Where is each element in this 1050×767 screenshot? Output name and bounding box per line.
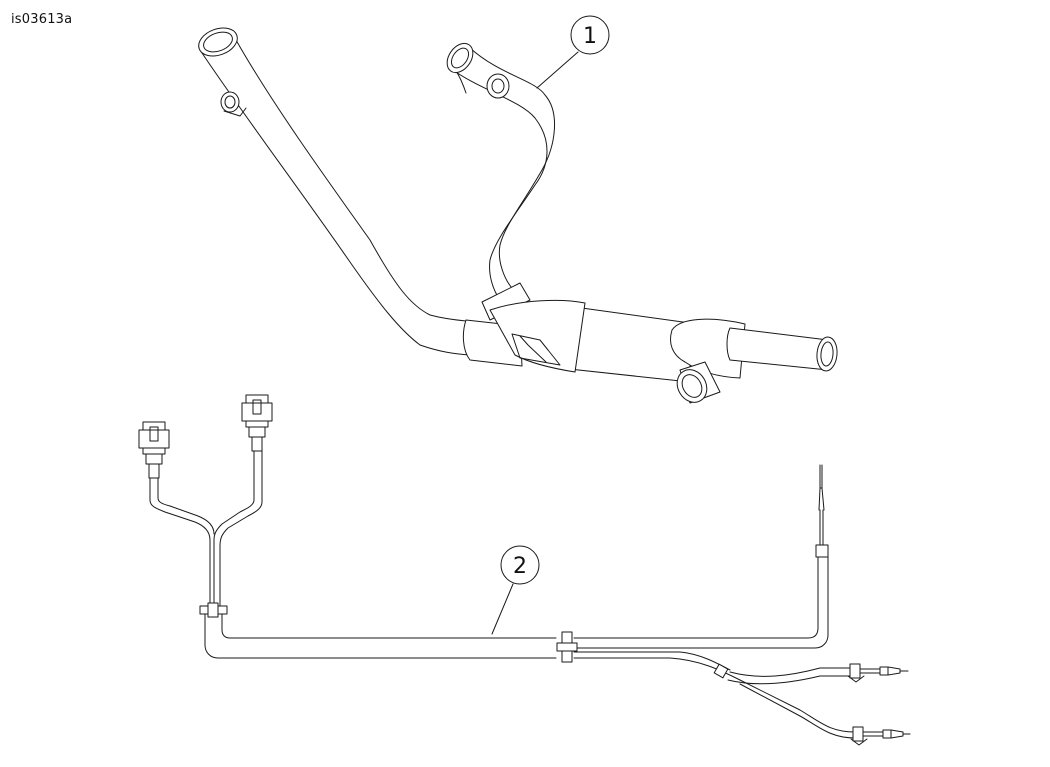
callout-1-label: 1 (583, 24, 597, 49)
callout-2: 2 (491, 545, 540, 635)
figure-id-label: is03613a (11, 12, 73, 27)
sensor-plug-lower (850, 726, 911, 746)
rear-headpipe (446, 42, 555, 321)
connector-right (241, 394, 273, 452)
oxygen-sensor-wiring-harness: 2 (138, 394, 911, 746)
crossover-body (462, 299, 838, 404)
exhaust-headpipe-assembly: 1 (198, 15, 838, 404)
connector-left (138, 421, 170, 479)
callout-2-label: 2 (513, 554, 527, 579)
front-headpipe (198, 27, 471, 356)
callout-1: 1 (536, 15, 610, 89)
sensor-plug-upper (847, 663, 909, 683)
sensor-lead-upper (815, 464, 829, 558)
